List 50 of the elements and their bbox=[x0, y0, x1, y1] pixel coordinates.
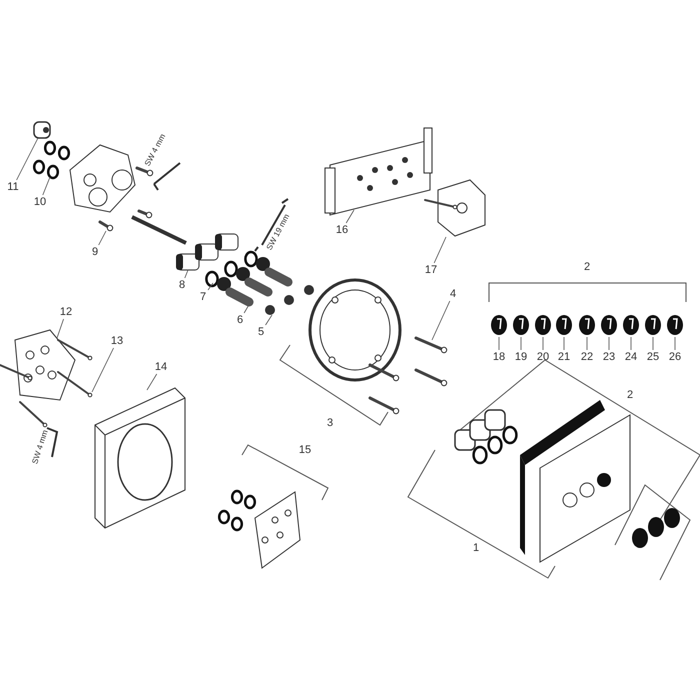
leader-line bbox=[265, 314, 272, 326]
callout-number: 8 bbox=[178, 279, 186, 291]
callout-number: 2 bbox=[582, 261, 592, 273]
leader-line bbox=[608, 336, 610, 350]
callout-number: 15 bbox=[298, 444, 312, 456]
leader-line bbox=[92, 348, 114, 392]
callout-number: 5 bbox=[256, 326, 266, 338]
callout-number: 13 bbox=[110, 335, 124, 347]
callout-number: 16 bbox=[334, 224, 350, 236]
wrench-size-label: SW 4 mm bbox=[30, 428, 50, 466]
leader-line bbox=[42, 176, 50, 196]
leader-line bbox=[432, 300, 450, 340]
leader-line bbox=[56, 318, 64, 338]
callout-number: 24 bbox=[624, 351, 638, 363]
leader-line bbox=[346, 210, 354, 224]
leader-line bbox=[184, 270, 188, 278]
wrench-size-label: SW 4 mm bbox=[142, 132, 168, 168]
leader-line bbox=[146, 374, 158, 390]
callout-number: 20 bbox=[536, 351, 550, 363]
callout-number: 18 bbox=[492, 351, 506, 363]
callout-number: 11 bbox=[6, 181, 20, 193]
leader-line bbox=[208, 282, 214, 290]
callout-number: 23 bbox=[602, 351, 616, 363]
leader-line bbox=[520, 336, 522, 350]
callout-number: 21 bbox=[556, 351, 572, 363]
callout-number: 9 bbox=[90, 246, 100, 258]
callout-number: 10 bbox=[32, 196, 48, 208]
callout-number: 19 bbox=[514, 351, 528, 363]
callout-number: 4 bbox=[448, 288, 458, 300]
leader-line bbox=[434, 236, 446, 264]
callout-number: 22 bbox=[580, 351, 594, 363]
leader-line bbox=[16, 138, 38, 180]
callout-number: 2 bbox=[626, 389, 634, 401]
leader-line bbox=[674, 336, 676, 350]
leader-line bbox=[586, 336, 588, 350]
leader-line bbox=[498, 336, 500, 350]
callout-number: 1 bbox=[472, 542, 480, 554]
callout-number: 14 bbox=[154, 361, 168, 373]
callout-number: 12 bbox=[58, 306, 74, 318]
callout-number: 26 bbox=[668, 351, 682, 363]
leader-line bbox=[652, 336, 654, 350]
callout-number: 17 bbox=[424, 264, 438, 276]
callout-number: 7 bbox=[198, 291, 208, 303]
callout-number: 3 bbox=[326, 417, 334, 429]
wrench-size-label: SW 19 mm bbox=[264, 212, 292, 252]
callout-number: 25 bbox=[646, 351, 660, 363]
leader-line bbox=[630, 336, 632, 350]
leader-line bbox=[542, 336, 544, 350]
leader-line bbox=[98, 230, 106, 246]
callout-number: 6 bbox=[236, 314, 244, 326]
